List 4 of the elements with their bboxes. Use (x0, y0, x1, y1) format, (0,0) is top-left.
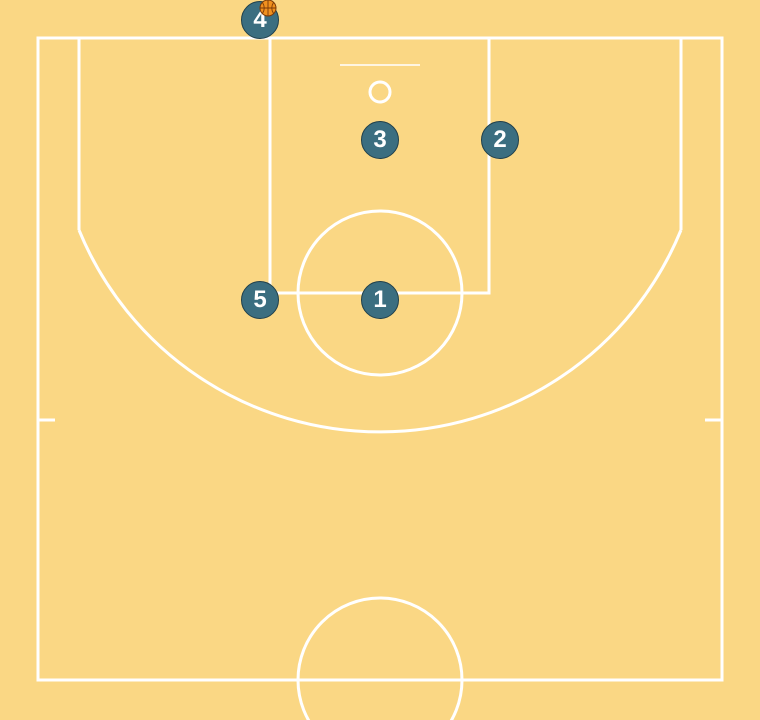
player-marker: 3 (361, 121, 399, 159)
player-marker: 1 (361, 281, 399, 319)
player-marker: 2 (481, 121, 519, 159)
player-marker: 5 (241, 281, 279, 319)
